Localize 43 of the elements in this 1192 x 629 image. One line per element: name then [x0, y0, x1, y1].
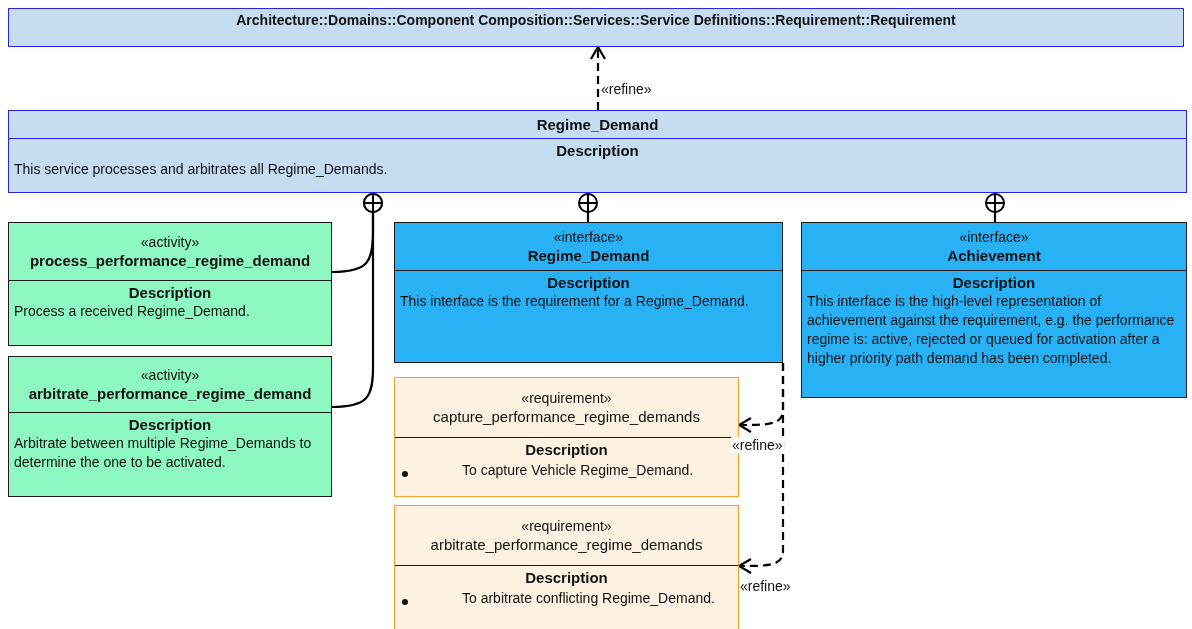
section-title: Description [547, 274, 630, 292]
class-name: Achievement [947, 245, 1041, 266]
section-title: Description [128, 284, 212, 302]
stereotype-label: «requirement» [521, 516, 612, 535]
stereotype-label: «interface» [553, 227, 624, 246]
description-text: Arbitrate between multiple Regime_Demands to determine the one to be activated. [14, 434, 313, 472]
containment-connector [985, 193, 1005, 222]
dependency-arrow [589, 45, 607, 110]
section-title: Description [556, 142, 639, 160]
class-name: capture_performance_regime_demands [433, 406, 700, 427]
stereotype-label: «activity» [140, 365, 200, 384]
class-name: Architecture::Domains::Component Composition::Services::Service Definitions::Requirement::Requirement [236, 11, 956, 30]
class-box [394, 505, 739, 629]
class-name: arbitrate_performance_regime_demands [430, 534, 703, 555]
class-box [801, 222, 1187, 398]
section-title: Description [525, 569, 608, 587]
description-text: To arbitrate conflicting Regime_Demand. [462, 589, 715, 608]
stereotype-label: «requirement» [521, 388, 612, 407]
section-title: Description [952, 274, 1036, 292]
section-title: Description [128, 416, 212, 434]
class-box [8, 356, 332, 497]
dependency-arrow [737, 363, 785, 575]
description-text: This service processes and arbitrates all Regime_Demands. [14, 160, 389, 179]
class-box [8, 8, 1184, 47]
edge-label: «refine» [739, 578, 792, 594]
stereotype-label: «activity» [140, 232, 200, 251]
class-box [8, 110, 1187, 193]
class-box [394, 222, 783, 363]
containment-connector [331, 193, 383, 409]
class-name: Regime_Demand [527, 245, 650, 266]
description-text: To capture Vehicle Regime_Demand. [462, 461, 694, 480]
class-name: Regime_Demand [536, 114, 659, 135]
section-title: Description [525, 441, 608, 459]
class-box [8, 222, 332, 346]
class-name: process_performance_regime_demand [29, 250, 311, 271]
containment-connector [578, 193, 598, 222]
description-text: This interface is the requirement for a Regime_Demand. [400, 292, 750, 311]
class-name: arbitrate_performance_regime_demand [28, 383, 312, 404]
edge-label: «refine» [600, 81, 653, 97]
description-text: Process a received Regime_Demand. [14, 302, 251, 321]
description-text: This interface is the high-level representation of achievement against the requirement, e.g. the performance regime is: active, rejected or queued for activation after a higher priority path demand has been completed. [807, 292, 1176, 368]
edge-label: «refine» [731, 437, 784, 453]
stereotype-label: «interface» [959, 227, 1029, 246]
